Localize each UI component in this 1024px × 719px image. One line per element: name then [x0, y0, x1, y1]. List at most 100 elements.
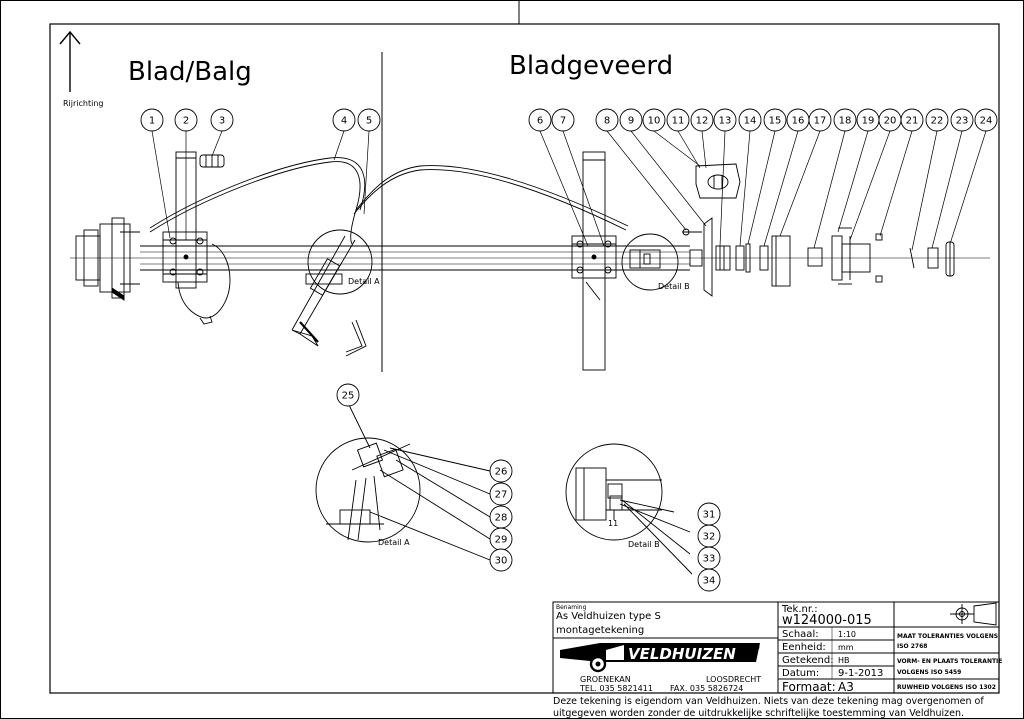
balloon-circle [551, 108, 575, 132]
balloon-circle [900, 108, 924, 132]
balloon-number: 18 [839, 116, 852, 127]
balloon-4: 4 [332, 108, 356, 132]
balloon-number: 33 [703, 554, 716, 565]
balloon-22: 22 [925, 108, 949, 132]
balloon-number: 21 [906, 116, 919, 127]
balloon-circle [336, 383, 360, 407]
tol-line1: MAAT TOLERANTIES VOLGENS [897, 633, 998, 640]
balloon-circle [528, 108, 552, 132]
balloon-number: 26 [495, 467, 508, 478]
balloon-circle [974, 108, 998, 132]
benaming-label: Benaming [556, 604, 587, 611]
balloon-32: 32 [697, 524, 721, 548]
eenheid-value: mm [838, 643, 854, 652]
detail-a-label-main: Detail A [348, 277, 380, 286]
balloon-number: 1 [149, 116, 155, 127]
tol-line5: RUWHEID VOLGENS ISO 1302 [897, 684, 996, 691]
section-right-title: Bladgeveerd [509, 51, 673, 81]
detail-b-label: Detail B [628, 540, 660, 549]
balloon-number: 19 [862, 116, 875, 127]
balloon-circle [595, 108, 619, 132]
detail-b-view [565, 443, 693, 575]
footer-line1: Deze tekening is eigendom van Veldhuizen… [553, 696, 984, 707]
balloon-number: 24 [980, 116, 993, 127]
company-phone: TEL. 035 5821411 [579, 684, 653, 693]
balloon-number: 3 [219, 116, 225, 127]
detail-a-label: Detail A [378, 538, 410, 547]
balloon-circle [925, 108, 949, 132]
balloon-28: 28 [489, 505, 513, 529]
balloon-number: 12 [696, 116, 709, 127]
balloon-number: 9 [628, 116, 634, 127]
balloon-20: 20 [878, 108, 902, 132]
balloon-13: 13 [713, 108, 737, 132]
balloon-number: 29 [495, 535, 508, 546]
balloon-12: 12 [690, 108, 714, 132]
balloon-21: 21 [900, 108, 924, 132]
balloon-leaders-main [151, 130, 987, 251]
balloon-10: 10 [642, 108, 666, 132]
balloon-11: 11 [666, 108, 690, 132]
balloon-number: 2 [183, 116, 189, 127]
schaal-value: 1:10 [838, 630, 856, 639]
getekend-value: HB [838, 656, 850, 665]
balloon-circle [210, 108, 234, 132]
balloon-circle [808, 108, 832, 132]
formaat-label: Formaat: [782, 680, 836, 694]
teknr-label: Tek.nr.: [781, 604, 818, 615]
balloon-14: 14 [738, 108, 762, 132]
balloons-detail-b: 31 32 33 34 [697, 502, 721, 592]
section-left-title: Blad/Balg [128, 57, 252, 87]
balloon-number: 34 [703, 576, 716, 587]
balloon-18: 18 [833, 108, 857, 132]
company-city-right: LOOSDRECHT [706, 675, 761, 684]
balloon-number: 7 [560, 116, 566, 127]
detail-b-small-num: 11 [608, 519, 618, 528]
balloon-circle [140, 108, 164, 132]
balloon-circle [174, 108, 198, 132]
balloon-number: 6 [537, 116, 543, 127]
tol-line2: ISO 2768 [897, 643, 927, 650]
company-fax: FAX. 035 5826724 [670, 684, 743, 693]
balloon-number: 5 [366, 116, 372, 127]
datum-value: 9-1-2013 [838, 668, 883, 679]
balloon-number: 10 [648, 116, 661, 127]
balloon-number: 30 [495, 556, 508, 567]
balloon-24: 24 [974, 108, 998, 132]
formaat-value: A3 [838, 680, 854, 694]
balloon-circle [489, 482, 513, 506]
balloon-number: 8 [604, 116, 610, 127]
balloon-29: 29 [489, 527, 513, 551]
balloon-27: 27 [489, 482, 513, 506]
balloon-circle [489, 459, 513, 483]
balloon-7: 7 [551, 108, 575, 132]
balloon-circle [713, 108, 737, 132]
balloon-circle [357, 108, 381, 132]
veldhuizen-logo: VELDHUIZEN [560, 643, 760, 673]
balloon-8: 8 [595, 108, 619, 132]
balloon-31: 31 [697, 502, 721, 526]
detail-b-label-main: Detail B [658, 282, 690, 291]
company-city-left: GROENEKAN [580, 675, 631, 684]
balloon-19: 19 [856, 108, 880, 132]
balloon-9: 9 [619, 108, 643, 132]
balloon-15: 15 [763, 108, 787, 132]
balloon-circle [690, 108, 714, 132]
drawing-frame [49, 23, 1000, 694]
balloon-circle [642, 108, 666, 132]
balloon-34: 34 [697, 568, 721, 592]
schaal-label: Schaal: [782, 629, 819, 640]
balloon-number: 23 [956, 116, 969, 127]
balloon-number: 14 [744, 116, 757, 127]
balloon-17: 17 [808, 108, 832, 132]
balloon-23: 23 [950, 108, 974, 132]
balloon-circle [738, 108, 762, 132]
balloon-number: 13 [719, 116, 732, 127]
title-block [552, 601, 1000, 694]
teknr-value: w124000-015 [782, 613, 872, 628]
balloon-circle [666, 108, 690, 132]
balloon-number: 32 [703, 532, 716, 543]
